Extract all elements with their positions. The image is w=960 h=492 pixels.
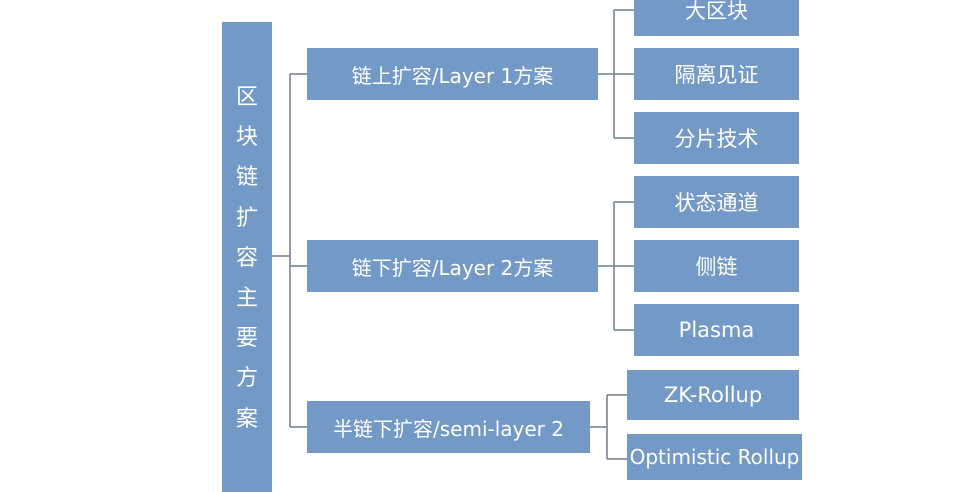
leaf-node-zk-rollup: ZK-Rollup [627,370,799,420]
leaf-label: 分片技术 [674,127,759,151]
leaf-node-optimistic-rollup: Optimistic Rollup [627,434,802,480]
branch-node-layer2: 链下扩容/Layer 2方案 [307,240,598,292]
branch-label: 半链下扩容/semi-layer 2 [333,416,564,441]
leaf-node-big-block: 大区块 [634,0,799,36]
root-node: 区 块 链 扩 容 主 要 方 案 [222,22,272,492]
root-char: 主 [235,286,258,312]
leaf-label: 侧链 [695,255,738,279]
leaf-label: Optimistic Rollup [629,445,800,469]
root-char: 案 [235,406,258,432]
branch-label: 链上扩容/Layer 1方案 [351,63,554,88]
root-char: 区 [235,85,258,110]
root-char: 链 [235,165,258,191]
branch-node-semi-layer2: 半链下扩容/semi-layer 2 [307,401,590,453]
branch-node-layer1: 链上扩容/Layer 1方案 [307,48,598,100]
connector-lines [272,9,634,460]
leaf-node-sidechain: 侧链 [634,240,799,292]
leaf-node-state-channel: 状态通道 [634,176,799,228]
branch-label: 链下扩容/Layer 2方案 [351,255,554,280]
leaf-node-segwit: 隔离见证 [634,48,799,100]
root-char: 块 [235,125,258,151]
leaf-label: 隔离见证 [674,63,759,87]
leaf-node-plasma: Plasma [634,304,799,356]
leaf-label: 状态通道 [674,191,759,215]
root-char: 容 [235,245,258,271]
leaf-label: Plasma [678,318,755,342]
root-char: 要 [235,326,258,352]
leaf-label: ZK-Rollup [663,383,763,407]
leaf-node-sharding: 分片技术 [634,112,799,164]
leaf-label: 大区块 [685,0,748,23]
root-char: 方 [235,366,258,392]
root-char: 扩 [235,205,258,231]
